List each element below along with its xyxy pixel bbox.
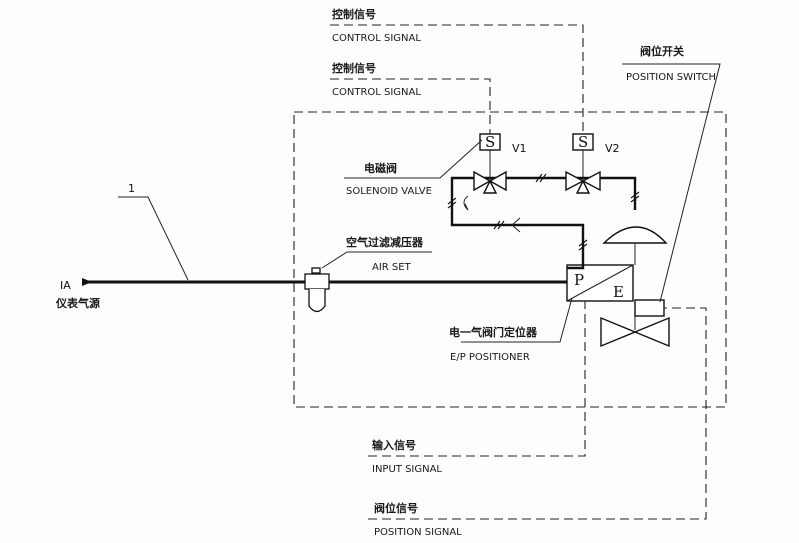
position-signal-label-en: POSITION SIGNAL xyxy=(374,527,462,538)
callout-1-label: 1 xyxy=(128,182,135,195)
position-switch-label-en: POSITION SWITCH xyxy=(626,72,716,83)
input-signal-label-en: INPUT SIGNAL xyxy=(372,464,442,475)
solenoid-v2-letter: S xyxy=(578,133,588,151)
air-set xyxy=(304,267,330,313)
control-signal-2-en: CONTROL SIGNAL xyxy=(332,87,421,98)
control-signal-2-zh: 控制信号 xyxy=(332,61,376,75)
equipment-boundary xyxy=(293,111,727,408)
position-signal-line xyxy=(368,307,707,520)
flow-arrow-1 xyxy=(463,195,469,211)
pneumatic-tubing-loop xyxy=(450,176,637,270)
solenoid-v1-letter: S xyxy=(485,133,495,151)
position-switch-leader xyxy=(622,63,721,303)
position-signal-label-zh: 阀位信号 xyxy=(374,501,418,515)
control-signal-1-zh: 控制信号 xyxy=(332,7,376,21)
solenoid-label-en: SOLENOID VALVE xyxy=(346,186,432,197)
ep-positioner-label-zh: 电一气阀门定位器 xyxy=(449,325,538,339)
callout-1-leader xyxy=(118,196,189,281)
valve-v1-tag: V1 xyxy=(512,142,527,155)
position-switch-label-zh: 阀位开关 xyxy=(640,44,684,58)
solenoid-label-zh: 电磁阀 xyxy=(364,161,397,175)
ep-positioner-label-en: E/P POSITIONER xyxy=(450,352,530,363)
air-set-label-zh: 空气过滤减压器 xyxy=(346,235,424,249)
tubing-hash-marks xyxy=(447,173,640,251)
valve-v2-tag: V2 xyxy=(605,142,620,155)
air-set-label-en: AIR SET xyxy=(372,262,412,273)
solenoid-leader xyxy=(344,139,483,179)
ep-positioner xyxy=(566,264,634,302)
air-set-leader xyxy=(321,251,432,269)
air-inlet-arrow xyxy=(82,278,92,286)
position-switch-box xyxy=(634,299,665,317)
ep-positioner-leader xyxy=(461,297,573,343)
input-signal-line xyxy=(368,301,586,457)
solenoid-valve-v1 xyxy=(473,133,507,194)
diaphragm-actuator xyxy=(602,226,668,265)
control-signal-line-v2 xyxy=(330,24,584,134)
ia-label-zh: 仪表气源 xyxy=(55,296,100,310)
control-signal-1-en: CONTROL SIGNAL xyxy=(332,33,421,44)
solenoid-valve-v2 xyxy=(565,133,601,194)
flow-arrow-2 xyxy=(511,217,521,233)
control-signal-line-v1 xyxy=(330,78,491,134)
positioner-e-letter: E xyxy=(613,283,624,301)
positioner-p-letter: P xyxy=(574,271,584,289)
ia-code-label: IA xyxy=(60,279,71,292)
input-signal-label-zh: 输入信号 xyxy=(372,438,416,452)
